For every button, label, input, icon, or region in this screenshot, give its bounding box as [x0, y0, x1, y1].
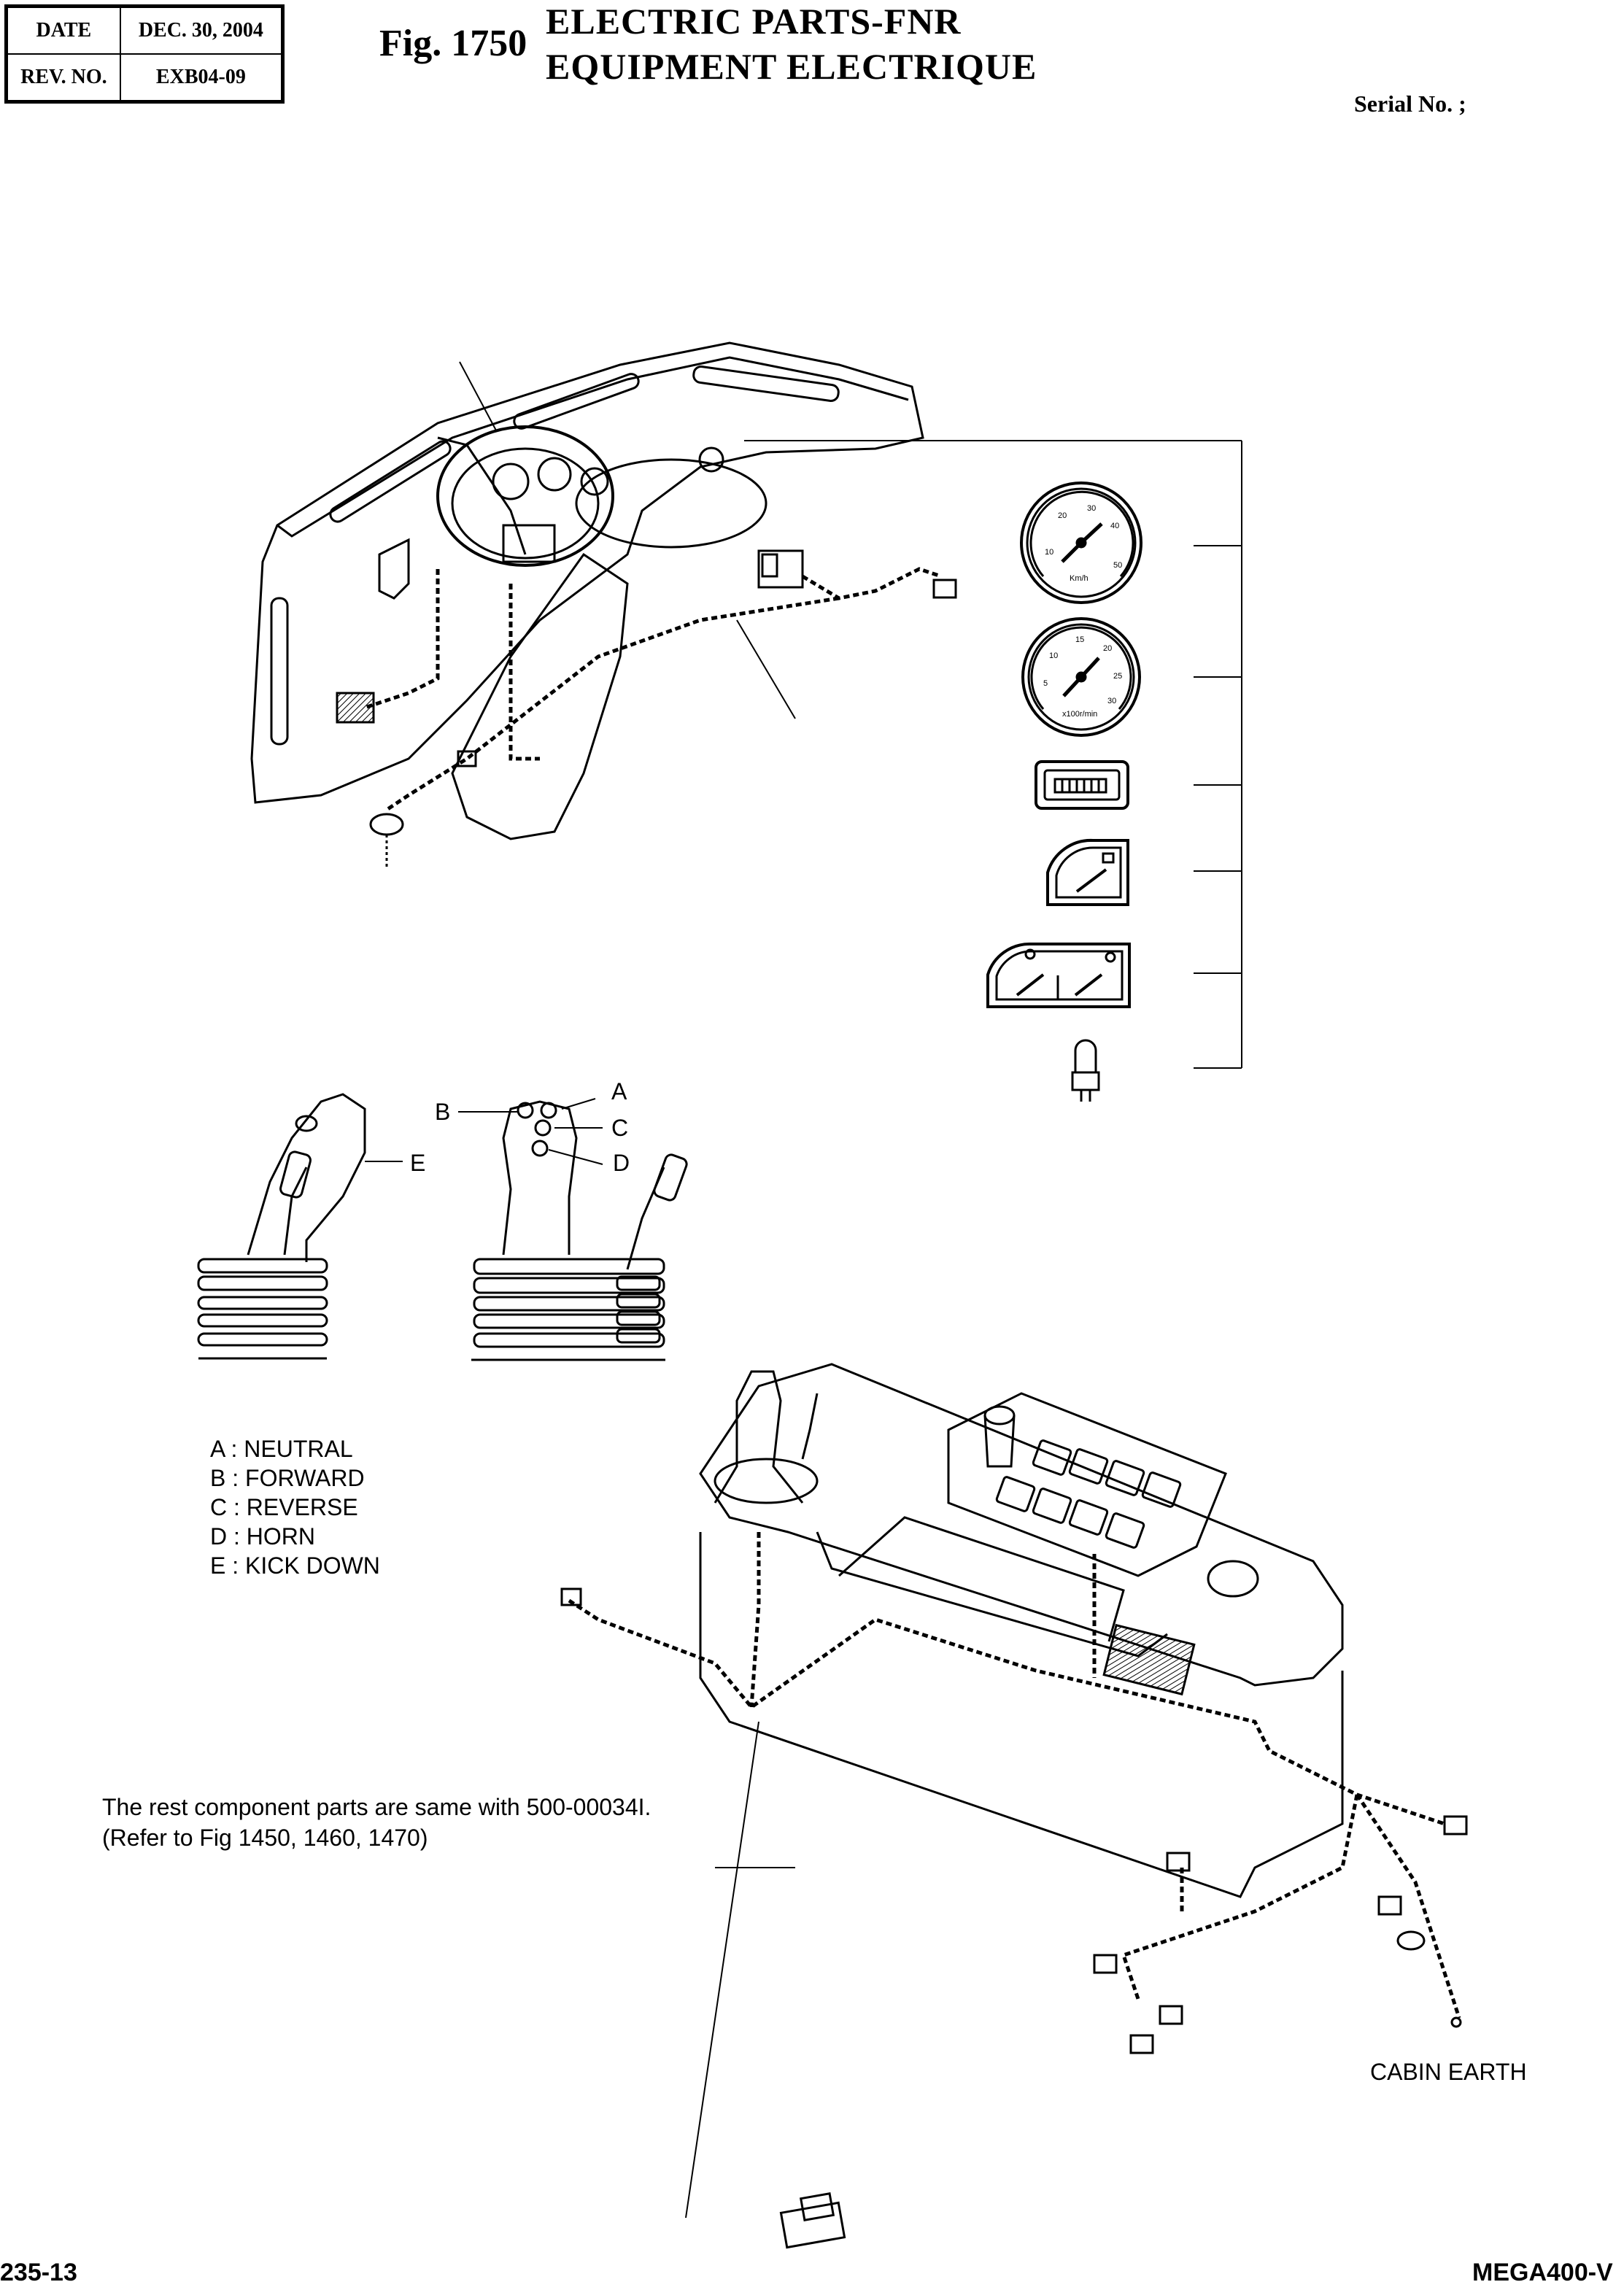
page-number: 235-13 — [0, 2259, 77, 2286]
rev-value: EXB04-09 — [119, 53, 283, 101]
tacho-tick-15: 15 — [1075, 635, 1084, 644]
legend-horn: D : HORN — [210, 1523, 315, 1550]
instrument-list — [744, 441, 1242, 1102]
revision-box: DATE DEC. 30, 2004 REV. NO. EXB04-09 — [4, 4, 285, 104]
console-assembly — [700, 1364, 1342, 1897]
button-legend: A : NEUTRAL B : FORWARD C : REVERSE D : … — [210, 1434, 380, 1580]
hour-meter — [1036, 762, 1128, 808]
speedo-tick-50: 50 — [1113, 561, 1122, 570]
button-b — [518, 1103, 533, 1118]
model-name: MEGA400-V — [1472, 2259, 1613, 2286]
legend-neutral: A : NEUTRAL — [210, 1436, 353, 1462]
speedo-tick-30: 30 — [1087, 504, 1096, 513]
dual-gauge — [988, 944, 1129, 1007]
figure-number: Fig. 1750 — [379, 23, 527, 64]
date-label: DATE — [7, 7, 121, 55]
button-c — [535, 1121, 550, 1135]
tacho-tick-20: 20 — [1103, 644, 1112, 653]
button-a — [541, 1103, 556, 1118]
dashboard-shell — [252, 343, 923, 802]
callout-d: D — [613, 1150, 630, 1176]
serial-number: Serial No. ; — [1354, 90, 1466, 117]
reference-note: The rest component parts are same with 5… — [102, 1792, 651, 1853]
instrument-cluster — [438, 427, 613, 565]
callout-e: E — [410, 1150, 426, 1176]
speedo-unit: Km/h — [1070, 574, 1089, 583]
legend-forward: B : FORWARD — [210, 1465, 365, 1491]
cabin-earth-label: CABIN EARTH — [1370, 2059, 1527, 2085]
date-value: DEC. 30, 2004 — [119, 7, 283, 55]
loose-connector — [686, 1722, 845, 2248]
callout-b: B — [435, 1099, 451, 1125]
joystick-front-view — [458, 1099, 688, 1360]
legend-kick-down: E : KICK DOWN — [210, 1552, 380, 1579]
tacho-tick-30: 30 — [1107, 697, 1116, 705]
speedo-tick-40: 40 — [1110, 522, 1119, 530]
rev-label: REV. NO. — [7, 53, 121, 101]
speedo-tick-20: 20 — [1058, 511, 1067, 520]
speedo-tick-10: 10 — [1045, 548, 1053, 557]
speedometer — [1021, 483, 1141, 603]
button-d — [533, 1141, 547, 1156]
callout-a: A — [611, 1078, 627, 1105]
fuel-gauge — [1048, 840, 1128, 905]
callout-c: C — [611, 1115, 629, 1141]
tacho-tick-25: 25 — [1113, 672, 1122, 681]
note-line-1: The rest component parts are same with 5… — [102, 1794, 651, 1820]
tachometer — [1023, 619, 1140, 735]
title-french: EQUIPMENT ELECTRIQUE — [546, 46, 1037, 87]
bulb — [1072, 1040, 1099, 1102]
dashboard-assembly — [252, 343, 923, 868]
note-line-2: (Refer to Fig 1450, 1460, 1470) — [102, 1825, 428, 1851]
tacho-tick-5: 5 — [1043, 679, 1048, 688]
legend-reverse: C : REVERSE — [210, 1494, 358, 1520]
tacho-tick-10: 10 — [1049, 651, 1058, 660]
dash-harness — [365, 569, 941, 810]
joystick-side-view — [198, 1094, 403, 1358]
tacho-unit: x100r/min — [1062, 710, 1097, 719]
console-harness — [569, 1532, 1459, 2018]
title-english: ELECTRIC PARTS-FNR — [546, 1, 962, 42]
steering-column — [452, 554, 627, 839]
